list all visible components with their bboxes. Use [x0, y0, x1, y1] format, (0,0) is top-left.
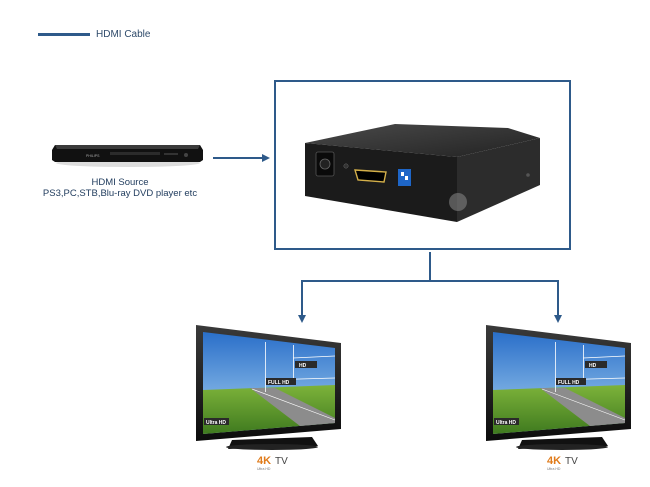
tv-left-label-fullhd: FULL HD	[268, 380, 290, 386]
tv-left-badge-sub: Ultra HD	[257, 467, 271, 471]
hdmi-splitter-device	[305, 124, 540, 222]
tv-right: HD FULL HD Ultra HD	[486, 325, 631, 450]
tv-right-label-fullhd: FULL HD	[558, 380, 580, 386]
source-label: HDMI Source PS3,PC,STB,Blu-ray DVD playe…	[20, 177, 220, 199]
splitter-frame	[274, 80, 571, 250]
tv-left: HD FULL HD Ultra HD	[196, 325, 341, 450]
source-subtitle: PS3,PC,STB,Blu-ray DVD player etc	[42, 188, 198, 199]
tv-right-badge-sub: Ultra HD	[547, 467, 561, 471]
tv-right-badge-tv: TV	[565, 456, 578, 467]
tv-right-badge-4k: 4K	[547, 455, 561, 467]
output-cables	[298, 252, 562, 323]
tv-right-label-ultrahd: Ultra HD	[496, 420, 516, 426]
dvd-player: PHILIPS	[52, 145, 203, 167]
tv-left-badge-tv: TV	[275, 456, 288, 467]
tv-right-label-hd: HD	[589, 363, 597, 369]
hdmi-port	[354, 169, 387, 183]
tv-left-label-ultrahd: Ultra HD	[206, 420, 226, 426]
source-title: HDMI Source	[91, 177, 149, 188]
led-indicator	[343, 163, 349, 169]
legend-label: HDMI Cable	[96, 29, 151, 40]
legend: HDMI Cable	[38, 29, 150, 40]
tv-left-label-hd: HD	[299, 363, 307, 369]
dvd-brand: PHILIPS	[86, 154, 100, 158]
tv-left-badge-4k: 4K	[257, 455, 271, 467]
legend-line	[38, 33, 90, 36]
